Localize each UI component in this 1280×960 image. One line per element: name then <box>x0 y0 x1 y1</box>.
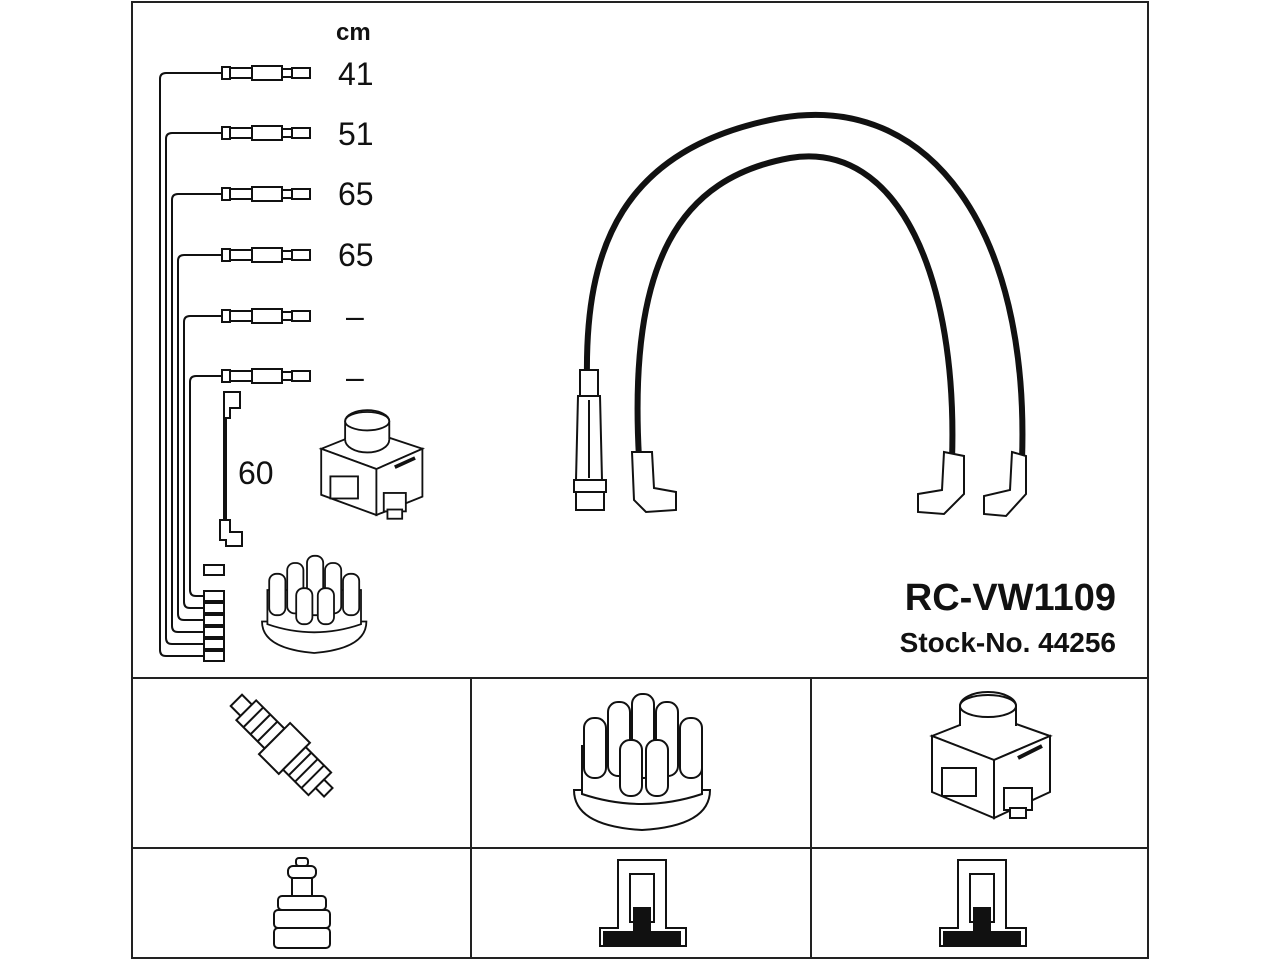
distributor-cap-icon <box>572 693 712 832</box>
cable-row <box>189 368 311 602</box>
cable-terminal <box>203 590 225 602</box>
angled-boot-2 <box>917 450 965 516</box>
length-label-2: 51 <box>338 116 374 152</box>
length-label-4: 65 <box>338 237 374 273</box>
spark-plug-terminal-icon <box>273 857 331 949</box>
cable-row <box>165 125 311 650</box>
distributor-terminal-icon <box>599 859 687 947</box>
cable-set-drawing <box>573 111 1027 518</box>
length-label-3: 65 <box>338 176 374 212</box>
product-code: RC-VW1109 <box>905 577 1116 619</box>
cable-row <box>183 308 311 614</box>
cable-row <box>159 65 311 662</box>
cable-row <box>171 186 311 638</box>
small-distributor-cap-icon <box>261 554 368 654</box>
angled-boot-1 <box>630 451 677 514</box>
length-label-1: 41 <box>338 56 374 92</box>
stock-number: Stock-No. 44256 <box>900 627 1116 658</box>
angled-boot-3 <box>983 450 1027 518</box>
small-ignition-coil-icon <box>318 409 425 520</box>
coil-lead <box>219 391 243 547</box>
unit-label: cm <box>336 19 371 46</box>
ignition-coil-icon <box>929 691 1053 820</box>
plug-boot <box>573 369 607 511</box>
coil-lead-length-label: 60 <box>238 455 274 491</box>
cable-terminal <box>203 626 225 638</box>
cable-row <box>177 247 311 626</box>
frame <box>131 1 1149 959</box>
cable-terminal <box>203 650 225 662</box>
length-label-6: – <box>346 359 364 395</box>
spark-plug-icon <box>229 693 334 798</box>
cable-list: 41 51 65 65 – – <box>159 56 374 662</box>
length-label-5: – <box>346 298 364 334</box>
cable-terminal <box>203 602 225 614</box>
cable-terminal <box>203 614 225 626</box>
cable-terminal <box>203 638 225 650</box>
coil-terminal-icon <box>939 859 1027 947</box>
cable-terminal <box>203 564 225 576</box>
